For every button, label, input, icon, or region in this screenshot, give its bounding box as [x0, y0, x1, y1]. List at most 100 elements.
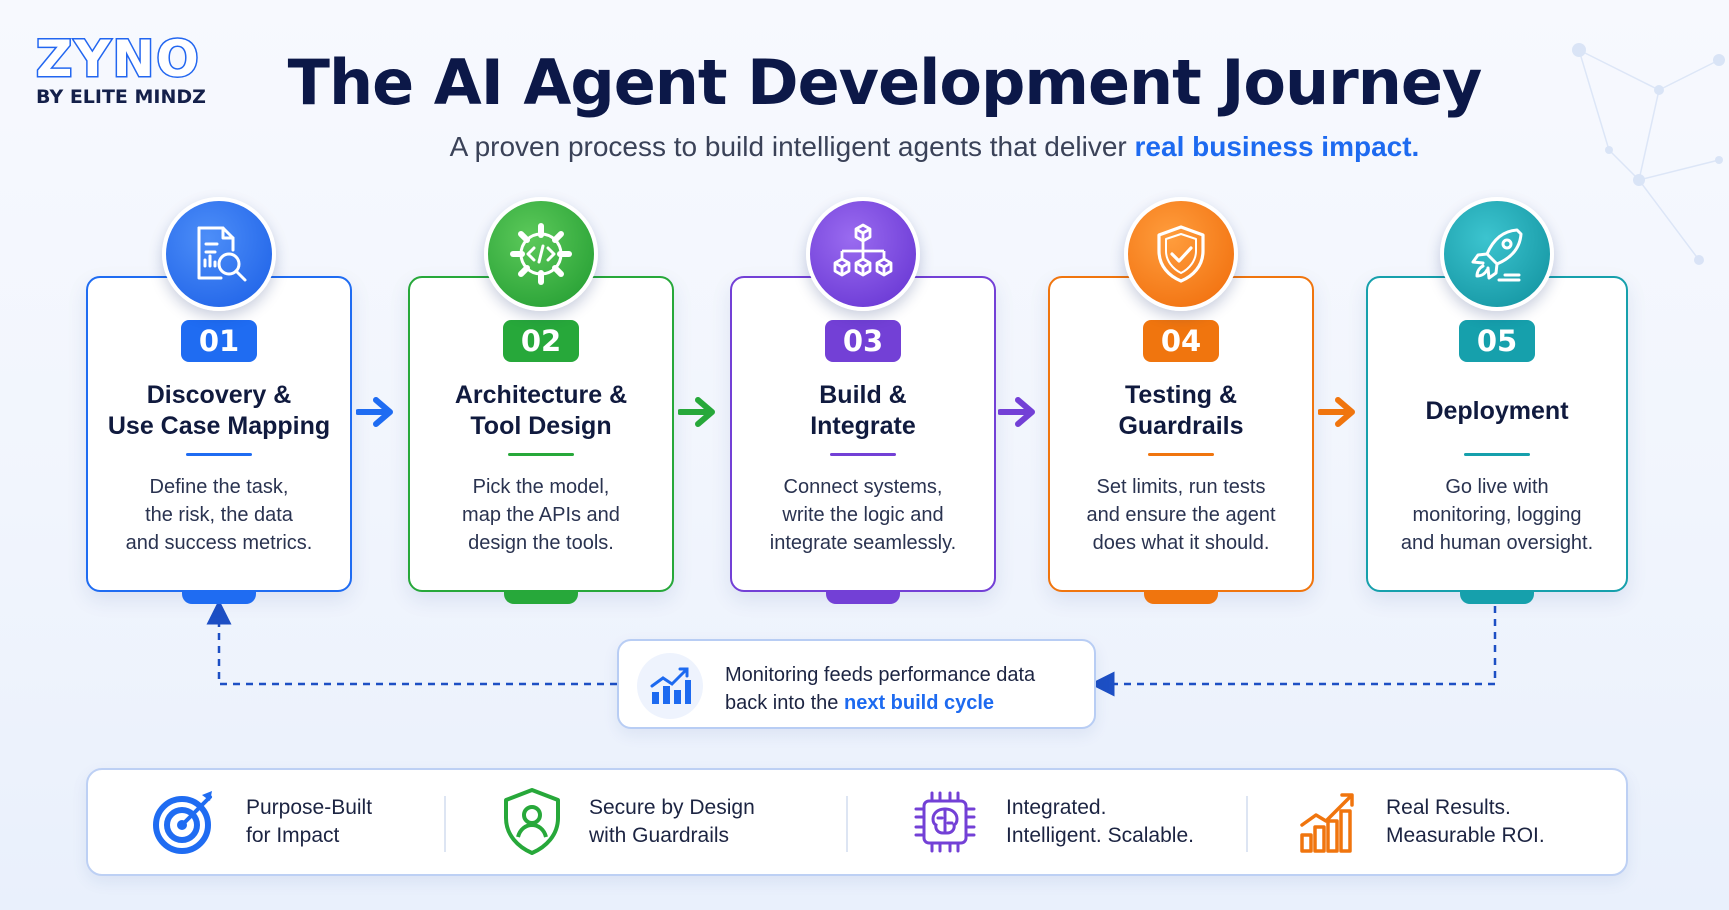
step-desc-line: Connect systems,: [783, 476, 943, 498]
target-icon: [153, 791, 212, 854]
step-desc-line: integrate seamlessly.: [769, 532, 957, 554]
feature-text: Purpose-Built for Impact: [246, 794, 372, 850]
feature-line: Integrated.: [1006, 796, 1107, 819]
step-card-discovery: 01 Discovery & Use Case Mapping Define t…: [86, 276, 352, 604]
feature-divider: [444, 796, 446, 852]
step-title-line: Tool Design: [470, 412, 612, 440]
step-title-line: Testing &: [1124, 381, 1238, 409]
feature-secure-by-design: Secure by Design with Guardrails: [501, 770, 755, 874]
card-tab: [504, 590, 578, 604]
step-desc-line: write the logic and: [782, 504, 944, 526]
feedback-highlight: next build cycle: [843, 692, 995, 714]
subtitle-lead: A proven process to build intelligent ag…: [449, 131, 1127, 162]
step-title: Discovery & Use Case Mapping: [96, 378, 342, 444]
step-title-line: Guardrails: [1118, 412, 1244, 440]
step-card-deployment: 05 Deployment Go live with monitoring, l…: [1366, 276, 1628, 604]
card-divider: [830, 453, 896, 456]
step-description: Set limits, run tests and ensure the age…: [1060, 473, 1302, 557]
step-number: 05: [1459, 320, 1535, 362]
step-card-architecture: 02 Architecture & Tool Design Pick the m…: [408, 276, 674, 604]
card-tab: [1460, 590, 1534, 604]
step-desc-line: does what it should.: [1092, 532, 1270, 554]
feature-line: Measurable ROI.: [1386, 824, 1545, 847]
feature-line: with Guardrails: [589, 824, 730, 847]
card-divider: [508, 453, 574, 456]
step-title: Testing & Guardrails: [1058, 378, 1304, 444]
step-desc-line: and ensure the agent: [1086, 504, 1276, 526]
card-divider: [186, 453, 252, 456]
feature-divider: [1246, 796, 1248, 852]
step-desc-line: and success metrics.: [125, 532, 313, 554]
step-title-line: Integrate: [810, 412, 916, 440]
feature-line: for Impact: [246, 824, 340, 847]
step-card-build: 03 Build & Integrate Connect systems, wr…: [730, 276, 996, 604]
step-title-line: Architecture &: [454, 381, 628, 409]
card-divider: [1464, 453, 1530, 456]
growth-chart-icon: [650, 667, 691, 704]
feature-real-results: Real Results. Measurable ROI.: [1298, 770, 1545, 874]
step-icon-circle: [806, 197, 920, 311]
feature-line: Intelligent. Scalable.: [1006, 824, 1194, 847]
feature-line: Real Results.: [1386, 796, 1511, 819]
step-title-line: Discovery &: [146, 381, 292, 409]
step-desc-line: design the tools.: [468, 532, 614, 554]
step-description: Define the task, the risk, the data and …: [98, 473, 340, 557]
feature-integrated: Integrated. Intelligent. Scalable.: [910, 770, 1194, 874]
card-tab: [1144, 590, 1218, 604]
step-number: 02: [503, 320, 579, 362]
step-desc-line: and human oversight.: [1400, 532, 1594, 554]
feedback-line1: Monitoring feeds performance data: [725, 664, 1036, 686]
step-number: 01: [181, 320, 257, 362]
step-title-line: Build &: [819, 381, 907, 409]
step-title: Architecture & Tool Design: [418, 378, 664, 444]
step-title-line: Use Case Mapping: [107, 412, 331, 440]
feedback-line2: back into the next build cycle: [725, 689, 1035, 717]
feature-text: Secure by Design with Guardrails: [589, 794, 755, 850]
rocket-icon: [1471, 228, 1523, 282]
feedback-loop-box: Monitoring feeds performance data back i…: [617, 639, 1096, 729]
rising-bars-icon: [1300, 793, 1354, 853]
step-number: 04: [1143, 320, 1219, 362]
feedback-icon-circle: [637, 653, 703, 719]
step-icon-circle: [1124, 197, 1238, 311]
arrow-right-icon: [356, 397, 393, 427]
network-decoration: [1572, 43, 1725, 265]
arrow-right-icon: [998, 397, 1035, 427]
feature-purpose-built: Purpose-Built for Impact: [150, 770, 372, 874]
feature-line: Secure by Design: [589, 796, 755, 819]
step-description: Pick the model, map the APIs and design …: [420, 473, 662, 557]
step-desc-line: Set limits, run tests: [1096, 476, 1266, 498]
card-tab: [826, 590, 900, 604]
shield-check-icon: [1157, 225, 1205, 283]
step-desc-line: Go live with: [1445, 476, 1549, 498]
connected-blocks-icon: [833, 223, 893, 277]
arrow-right-icon: [1318, 397, 1355, 427]
step-number: 03: [825, 320, 901, 362]
step-card-testing: 04 Testing & Guardrails Set limits, run …: [1048, 276, 1314, 604]
feature-text: Integrated. Intelligent. Scalable.: [1006, 794, 1194, 850]
brain-chip-icon: [914, 791, 976, 853]
gear-code-icon: [510, 223, 572, 285]
brand-name: ZYNO: [35, 30, 201, 88]
feature-text: Real Results. Measurable ROI.: [1386, 794, 1545, 850]
subtitle-highlight: real business impact.: [1134, 131, 1420, 162]
step-icon-circle: [1440, 197, 1554, 311]
step-title: Build & Integrate: [740, 378, 986, 444]
step-desc-line: monitoring, logging: [1412, 504, 1582, 526]
card-divider: [1148, 453, 1214, 456]
page-subtitle: A proven process to build intelligent ag…: [0, 131, 1729, 163]
brand-tagline: BY ELITE MINDZ: [36, 86, 206, 108]
document-search-icon: [197, 226, 247, 282]
brand-logo: ZYNO BY ELITE MINDZ: [35, 30, 206, 109]
step-desc-line: map the APIs and: [462, 504, 620, 526]
features-bar: Purpose-Built for Impact Secure by Desig…: [86, 768, 1628, 876]
feature-line: Purpose-Built: [246, 796, 373, 819]
card-tab: [182, 590, 256, 604]
step-description: Go live with monitoring, logging and hum…: [1378, 473, 1616, 557]
step-icon-circle: [162, 197, 276, 311]
arrow-right-icon: [678, 397, 715, 427]
feedback-line2-lead: back into the: [725, 692, 839, 714]
step-description: Connect systems, write the logic and int…: [742, 473, 984, 557]
page-title: The AI Agent Development Journey: [287, 46, 1483, 119]
feedback-text: Monitoring feeds performance data back i…: [725, 661, 1035, 717]
